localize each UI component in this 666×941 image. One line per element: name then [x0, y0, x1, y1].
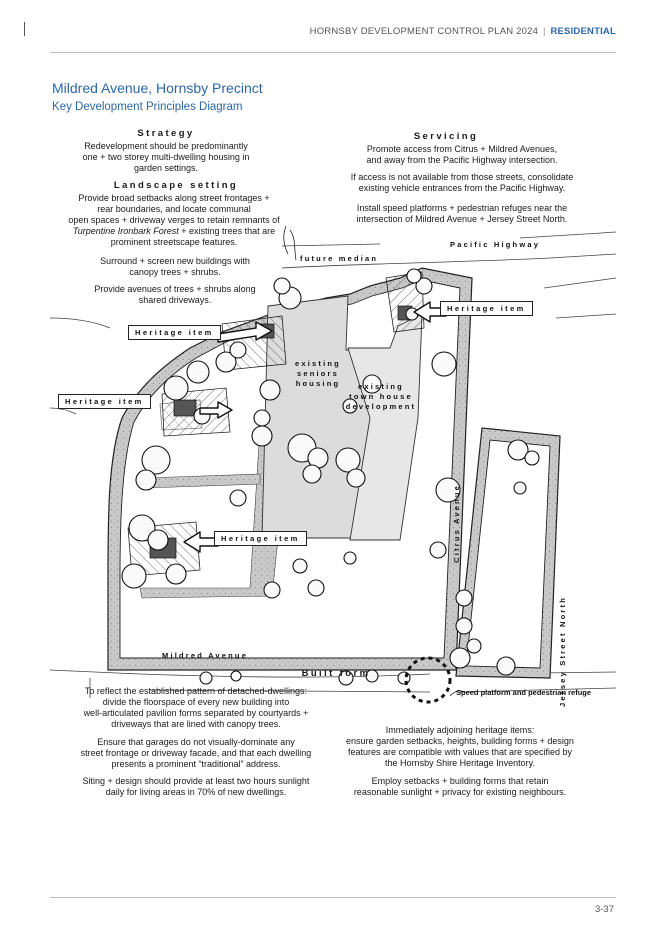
servicing-text-2: If access is not available from those st… — [340, 172, 584, 194]
citrus-avenue-label: Citrus Avenue — [452, 484, 461, 563]
landscape-text-3: Provide avenues of trees + shrubs along … — [70, 284, 280, 306]
built-form-text-5: Employ setbacks + building forms that re… — [336, 776, 584, 798]
townhouse-label-line: existing — [358, 382, 404, 391]
built-form-line: Ensure that garages do not visually-domi… — [97, 737, 295, 747]
page-title: Mildred Avenue, Hornsby Precinct — [52, 80, 263, 96]
servicing-line: Promote access from Citrus + Mildred Ave… — [366, 144, 558, 154]
built-form-line: the Hornsby Shire Heritage Inventory. — [385, 758, 535, 768]
development-principles-diagram: Strategy Redevelopment should be predomi… — [50, 118, 616, 808]
built-form-line: reasonable sunlight + privacy for existi… — [353, 787, 567, 797]
landscape-heading: Landscape setting — [113, 180, 239, 191]
built-form-line: ensure garden setbacks, heights, buildin… — [346, 736, 574, 746]
species-name: Turpentine Ironbark Forest — [72, 226, 179, 236]
pacific-highway-label: Pacific Highway — [450, 240, 541, 249]
built-form-line: daily for living areas in 70% of new dwe… — [105, 787, 287, 797]
trees — [121, 268, 540, 686]
speed-platform-marker — [404, 656, 452, 704]
servicing-heading: Servicing — [413, 131, 479, 142]
strategy-text: Redevelopment should be predominantly on… — [56, 141, 276, 174]
running-header: HORNSBY DEVELOPMENT CONTROL PLAN 2024 | … — [310, 26, 616, 37]
landscape-line: shared driveways. — [138, 295, 212, 305]
built-form-line: presents a prominent “traditional” addre… — [111, 759, 281, 769]
heritage-item-tag: Heritage item — [214, 531, 307, 546]
landscape-line: Provide broad setbacks along street fron… — [78, 193, 270, 203]
seniors-label-line: housing — [295, 379, 341, 388]
seniors-label-line: seniors — [296, 369, 340, 378]
built-form-line: Employ setbacks + building forms that re… — [371, 776, 549, 786]
built-form-line: driveways that are lined with canopy tre… — [111, 719, 281, 729]
heritage-arrows — [183, 301, 447, 553]
servicing-text: Promote access from Citrus + Mildred Ave… — [346, 144, 578, 166]
page-number: 3-37 — [594, 904, 614, 915]
townhouse-label-line: development — [345, 402, 417, 411]
servicing-line: existing vehicle entrances from the Paci… — [358, 183, 566, 193]
landscape-line: canopy trees + shrubs. — [129, 267, 221, 277]
speed-platform-label: Speed platform and pedestrian refuge — [456, 688, 592, 697]
built-form-line: features are compatible with values that… — [347, 747, 573, 757]
strategy-line: one + two storey multi-dwelling housing … — [82, 152, 250, 162]
seniors-housing-label: existing seniors housing — [286, 359, 350, 389]
built-form-line: Immediately adjoining heritage items: — [385, 725, 535, 735]
servicing-line: intersection of Mildred Avenue + Jersey … — [356, 214, 568, 224]
future-median-label: future median — [300, 254, 379, 263]
footer-rule — [50, 897, 616, 898]
heritage-item-tag: Heritage item — [58, 394, 151, 409]
landscape-line: open spaces + driveway verges to retain … — [68, 215, 280, 225]
mildred-avenue-label: Mildred Avenue — [162, 651, 249, 660]
leader-lines — [283, 225, 465, 697]
landscape-line: Provide avenues of trees + shrubs along — [94, 284, 256, 294]
built-form-line: To reflect the established pattern of de… — [84, 686, 308, 696]
built-form-line: street frontage or driveway facade, and … — [80, 748, 312, 758]
built-form-text-4: Immediately adjoining heritage items: en… — [336, 725, 584, 769]
landscape-line: prominent streetscape features. — [110, 237, 238, 247]
site-plan — [50, 225, 616, 704]
townhouse-label-line: town house — [349, 392, 413, 401]
landscape-line: Surround + screen new buildings with — [100, 256, 250, 266]
landscape-line-tail: + existing trees that are — [178, 226, 276, 236]
landscape-line: rear boundaries, and locate communal — [97, 204, 251, 214]
servicing-line: If access is not available from those st… — [350, 172, 574, 182]
built-form-text: To reflect the established pattern of de… — [64, 686, 328, 730]
header-rule — [50, 52, 616, 53]
landscape-text-2: Surround + screen new buildings with can… — [70, 256, 280, 278]
landscape-line-italic: Turpentine Ironbark Forest + existing tr… — [54, 226, 294, 237]
heritage-item-tag: Heritage item — [440, 301, 533, 316]
servicing-line: and away from the Pacific Highway inters… — [366, 155, 558, 165]
built-form-text-3: Siting + design should provide at least … — [64, 776, 328, 798]
built-form-text-2: Ensure that garages do not visually-domi… — [64, 737, 328, 770]
header-separator: | — [542, 26, 546, 37]
townhouse-area — [347, 313, 423, 541]
strategy-line: garden settings. — [133, 163, 199, 173]
built-form-line: divide the floorspace of every new build… — [102, 697, 290, 707]
built-form-line: well-articulated pavilion forms separate… — [83, 708, 309, 718]
landscape-text: Provide broad setbacks along street fron… — [54, 193, 294, 248]
header-left-mark — [24, 22, 25, 36]
strategy-heading: Strategy — [137, 128, 195, 139]
strategy-line: Redevelopment should be predominantly — [84, 141, 248, 151]
townhouse-label: existing town house development — [342, 382, 420, 412]
header-section: RESIDENTIAL — [550, 26, 616, 37]
header-doc: HORNSBY DEVELOPMENT CONTROL PLAN 2024 — [309, 26, 539, 37]
built-form-heading: Built form — [301, 668, 371, 679]
seniors-label-line: existing — [295, 359, 341, 368]
built-form-line: Siting + design should provide at least … — [82, 776, 310, 786]
heritage-item-tag: Heritage item — [128, 325, 221, 340]
page-subtitle: Key Development Principles Diagram — [52, 101, 243, 113]
servicing-text-3: Install speed platforms + pedestrian ref… — [340, 203, 584, 225]
servicing-line: Install speed platforms + pedestrian ref… — [356, 203, 568, 213]
